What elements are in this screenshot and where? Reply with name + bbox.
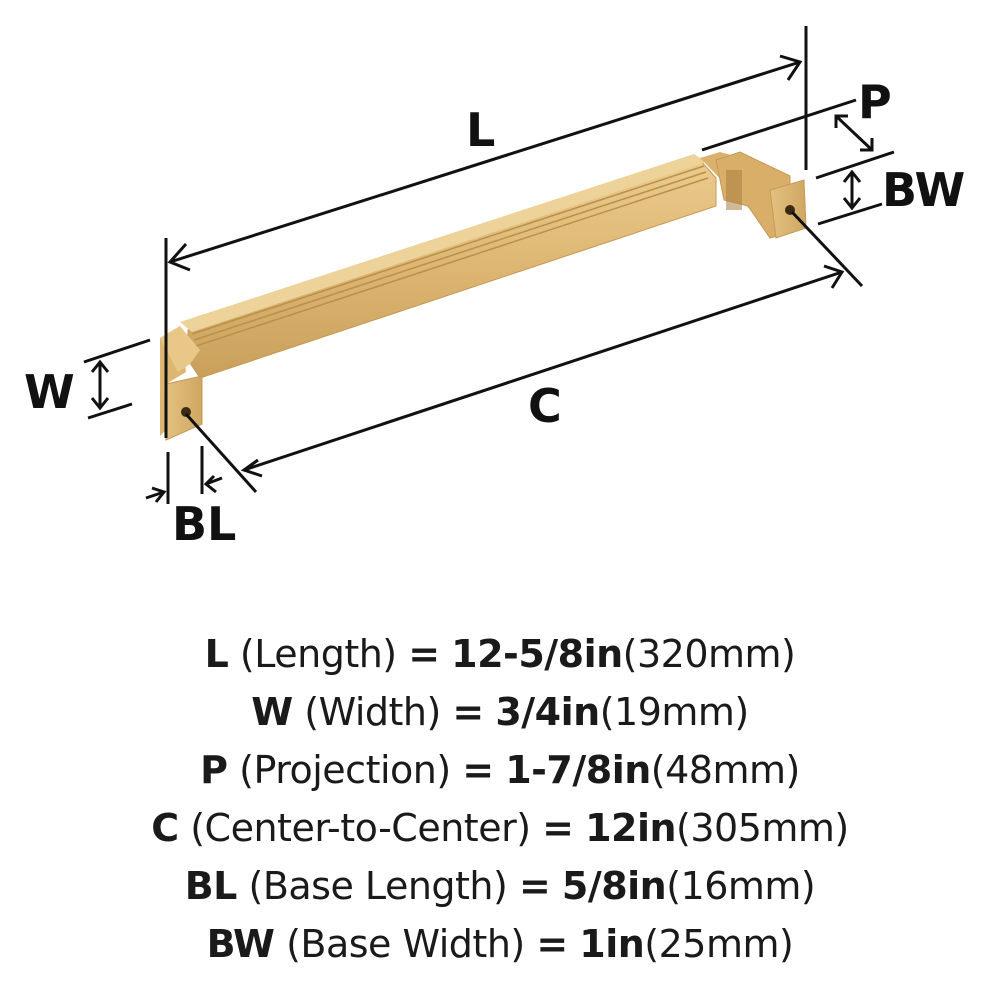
c-arrowhead-right bbox=[823, 264, 845, 289]
p-arrowhead-top bbox=[834, 114, 848, 128]
spec-row-width: W (Width) = 3/4in(19mm) bbox=[0, 683, 1000, 741]
callout-bl: BL bbox=[172, 497, 236, 551]
spec-name: (Length) bbox=[239, 632, 397, 676]
spec-code: W bbox=[251, 690, 293, 734]
spec-name: (Projection) bbox=[239, 748, 451, 792]
c-dimension-line bbox=[243, 270, 843, 472]
spec-code: L bbox=[204, 632, 229, 676]
callout-c: C bbox=[528, 379, 562, 433]
spec-imperial-value: 12-5/8in bbox=[451, 632, 623, 676]
spec-equals: = bbox=[536, 922, 568, 966]
c-extension-right bbox=[790, 210, 864, 288]
dimension-lines bbox=[83, 26, 895, 504]
spec-code: C bbox=[151, 806, 179, 850]
spec-name: (Center-to-Center) bbox=[190, 806, 531, 850]
spec-row-length: L (Length) = 12-5/8in(320mm) bbox=[0, 625, 1000, 683]
spec-code: P bbox=[200, 748, 228, 792]
handle-bar-top bbox=[180, 154, 706, 332]
spec-row-projection: P (Projection) = 1-7/8in(48mm) bbox=[0, 741, 1000, 799]
spec-row-center-to-center: C (Center-to-Center) = 12in(305mm) bbox=[0, 799, 1000, 857]
w-arrowhead-bottom bbox=[90, 397, 110, 411]
spec-name: (Base Width) bbox=[286, 922, 525, 966]
spec-metric-value: (16mm) bbox=[666, 864, 816, 908]
spec-equals: = bbox=[462, 748, 494, 792]
dimension-diagram: L P BW W C BL bbox=[24, 26, 965, 551]
spec-metric-value: (48mm) bbox=[650, 748, 801, 792]
p-arrowhead-bottom bbox=[860, 138, 874, 152]
c-extension-left bbox=[184, 412, 258, 494]
spec-imperial-value: 1-7/8in bbox=[505, 748, 651, 792]
spec-code: BL bbox=[184, 864, 238, 908]
spec-imperial-value: 12in bbox=[585, 806, 677, 850]
l-arrowhead-right bbox=[779, 54, 803, 81]
callout-p: P bbox=[858, 75, 892, 129]
spec-equals: = bbox=[408, 632, 440, 676]
callout-l: L bbox=[466, 103, 495, 157]
bl-arrow-left bbox=[145, 490, 165, 500]
right-post-shadow bbox=[726, 170, 742, 210]
spec-equals: = bbox=[452, 690, 484, 734]
spec-row-base-width: BW (Base Width) = 1in(25mm) bbox=[0, 915, 1000, 973]
bw-extension-bottom bbox=[817, 202, 883, 226]
bl-arrowhead-right bbox=[203, 474, 217, 494]
handle-bar bbox=[187, 159, 717, 379]
p-extension-bottom bbox=[815, 150, 895, 180]
spec-equals: = bbox=[518, 864, 551, 908]
p-dimension-line bbox=[834, 114, 874, 152]
bw-arrowhead-bottom bbox=[842, 197, 862, 211]
bw-arrowhead-top bbox=[842, 169, 862, 183]
spec-metric-value: (25mm) bbox=[644, 922, 794, 966]
w-arrowhead-top bbox=[90, 359, 110, 373]
spec-equals: = bbox=[542, 806, 574, 850]
c-arrowhead-left bbox=[240, 458, 263, 478]
left-screw-hole bbox=[181, 407, 191, 417]
pull-handle bbox=[160, 151, 807, 441]
spec-imperial-value: 3/4in bbox=[495, 690, 600, 734]
handle-groove bbox=[191, 165, 705, 335]
p-extension-top bbox=[701, 98, 857, 152]
spec-name: (Base Length) bbox=[248, 864, 508, 908]
spec-row-base-length: BL (Base Length) = 5/8in(16mm) bbox=[0, 857, 1000, 915]
dimension-spec-list: L (Length) = 12-5/8in(320mm) W (Width) =… bbox=[0, 625, 1000, 973]
spec-imperial-value: 5/8in bbox=[561, 864, 667, 908]
left-post-cap bbox=[160, 326, 200, 372]
spec-metric-value: (320mm) bbox=[622, 632, 796, 676]
handle-groove bbox=[195, 177, 709, 347]
spec-name: (Width) bbox=[304, 690, 441, 734]
spec-metric-value: (305mm) bbox=[676, 806, 849, 850]
handle-groove bbox=[193, 171, 707, 341]
spec-metric-value: (19mm) bbox=[599, 690, 750, 734]
w-extension-top bbox=[83, 338, 151, 364]
l-dimension-line bbox=[169, 60, 801, 264]
bl-arrowhead-left bbox=[151, 486, 167, 503]
w-extension-bottom bbox=[87, 402, 133, 420]
callout-bw: BW bbox=[882, 163, 965, 217]
spec-code: BW bbox=[206, 922, 275, 966]
callout-w: W bbox=[24, 365, 75, 419]
spec-imperial-value: 1in bbox=[579, 922, 645, 966]
l-arrowhead-left bbox=[167, 243, 191, 272]
